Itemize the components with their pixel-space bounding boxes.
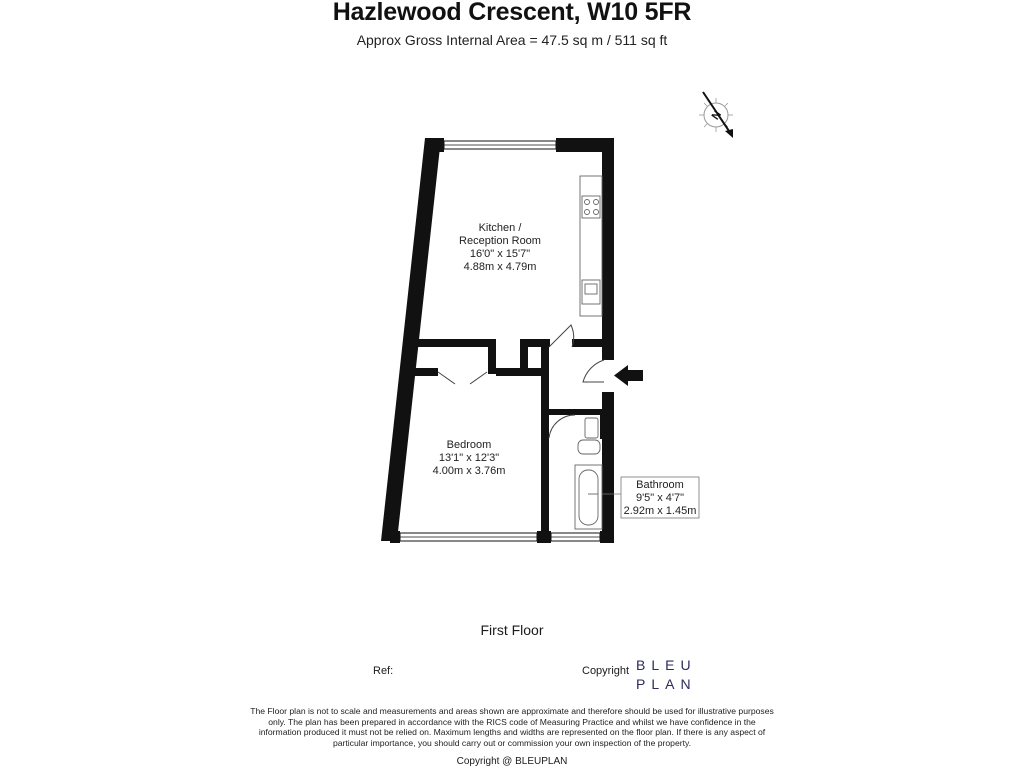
bathroom-dimensions-metric: 2.92m x 1.45m [623,505,697,517]
bedroom-dimensions-metric: 4.00m x 3.76m [432,465,506,477]
plan-title: Hazlewood Crescent, W10 5FR [332,0,692,26]
windows [399,140,601,542]
door-swings [437,324,605,439]
bathroom-dimensions-imperial: 9'5" x 4'7" [635,492,685,504]
entrance-arrow-icon [614,365,643,386]
kitchen-label: Kitchen / Reception Room 16'0" x 15'7" 4… [440,222,560,274]
walls [381,138,614,543]
bathroom-label-box [620,476,700,519]
kitchen-dimensions-metric: 4.88m x 4.79m [463,261,537,273]
kitchen-dimensions-imperial: 16'0" x 15'7" [469,248,531,260]
ref-label: Ref: [373,665,394,677]
bedroom-dimensions-imperial: 13'1" x 12'3" [438,452,500,464]
logo-line2: PLAN [636,676,697,692]
bathroom-label: Bathroom 9'5" x 4'7" 2.92m x 1.45m [621,479,699,518]
gross-area-subtitle: Approx Gross Internal Area = 47.5 sq m /… [356,32,668,48]
compass-icon: N [699,91,733,138]
bedroom-name: Bedroom [446,439,492,451]
logo-line1: BLEU [636,657,697,673]
copyright-label: Copyright [582,665,630,677]
kitchen-name-line1: Kitchen / [478,222,522,234]
bathroom-fixtures [574,417,603,530]
copyright-notice: Copyright @ BLEUPLAN [456,756,568,767]
kitchen-name-line2: Reception Room [459,235,541,247]
bathroom-name: Bathroom [636,479,684,491]
disclaimer-text: The Floor plan is not to scale and measu… [250,706,774,748]
floor-label: First Floor [480,622,544,638]
bleuplan-logo: BLEU PLAN [636,656,697,694]
bedroom-label: Bedroom 13'1" x 12'3" 4.00m x 3.76m [409,439,529,478]
kitchen-counter [579,175,603,317]
